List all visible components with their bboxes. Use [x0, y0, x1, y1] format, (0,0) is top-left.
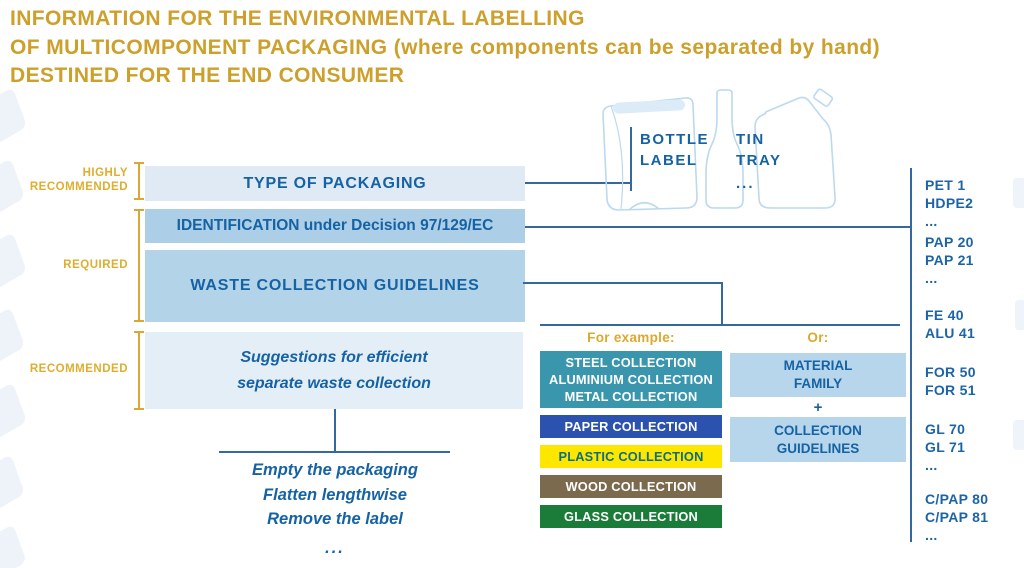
plastic-collection-box: PLASTIC COLLECTION [540, 445, 722, 468]
material-code: FOR 50 [925, 364, 976, 380]
bottle-label-caption: BOTTLE LABEL [640, 129, 709, 171]
for-example-heading: For example: [587, 330, 675, 345]
material-code: GL 71 [925, 439, 966, 456]
suggestions-line-1: Suggestions for efficient [240, 348, 428, 366]
connector-tick-bag [630, 127, 632, 191]
suggestions-line-2: separate waste collection [237, 374, 431, 392]
bracket-highly-recommended [134, 162, 144, 200]
material-code: ALU 41 [925, 325, 976, 342]
watermark-shape [0, 87, 28, 145]
collection-guidelines-line-1: COLLECTION [774, 422, 862, 438]
glass-collection-box: GLASS COLLECTION [540, 505, 722, 528]
material-code: PAP 21 [925, 252, 974, 269]
material-family-line-1: MATERIAL [783, 358, 853, 373]
bracket-required [134, 209, 144, 322]
material-code: C/PAP 80 [925, 491, 989, 507]
watermark-shape [0, 524, 27, 568]
collection-guidelines-line-2: GUIDELINES [776, 440, 860, 456]
connector-suggestions-h [219, 451, 450, 453]
watermark-shape [0, 454, 26, 512]
material-code: ... [925, 457, 938, 474]
collection-examples-list: STEEL COLLECTION ALUMINIUM COLLECTION META… [540, 351, 722, 535]
collection-box-line: METAL COLLECTION [564, 389, 698, 404]
wood-collection-box: WOOD COLLECTION [540, 475, 722, 498]
watermark-shape [1013, 178, 1024, 208]
code-group-plastics: PET 1 HDPE2... [925, 176, 973, 231]
connector-identification-to-codes [525, 226, 912, 228]
material-code: FOR 51 [925, 382, 976, 399]
material-code: C/PAP 81 [925, 509, 989, 526]
separation-step: Empty the packaging [252, 461, 418, 479]
caption-tray: TRAY [736, 152, 782, 169]
paper-collection-box: PAPER COLLECTION [540, 415, 722, 438]
watermark-shape [0, 307, 26, 365]
title-line-1: INFORMATION FOR THE ENVIRONMENTAL LABELL… [10, 7, 585, 30]
watermark-shape [1013, 420, 1024, 450]
connector-distribution [540, 324, 900, 326]
caption-label: LABEL [640, 152, 698, 169]
separation-step: Flatten lengthwise [263, 485, 407, 504]
type-of-packaging-box: TYPE OF PACKAGING [145, 166, 525, 201]
caption-ellipsis: ... [736, 175, 755, 192]
page-title: INFORMATION FOR THE ENVIRONMENTAL LABELL… [10, 5, 880, 91]
tin-tray-caption: TIN TRAY ... [736, 129, 781, 194]
collection-guidelines-box: COLLECTION GUIDELINES [730, 417, 906, 462]
material-family-box: MATERIAL FAMILY [730, 353, 906, 397]
connector-waste-h [523, 282, 723, 284]
title-line-3: DESTINED FOR THE END CONSUMER [10, 64, 405, 87]
label-required: REQUIRED [63, 259, 128, 271]
separation-step: Remove the label [267, 510, 403, 528]
connector-type-to-examples [525, 182, 631, 184]
or-heading: Or: [807, 330, 829, 345]
bracket-recommended [134, 331, 144, 410]
material-code: HDPE2 [925, 195, 974, 212]
identification-box: IDENTIFICATION under Decision 97/129/EC [145, 209, 525, 243]
plus-sign: + [813, 399, 823, 416]
material-code: ... [925, 213, 938, 230]
suggestions-box: Suggestions for efficient separate waste… [145, 332, 523, 409]
separation-step: ... [325, 538, 345, 557]
material-code: ... [925, 527, 938, 544]
steel-aluminium-metal-collection-box: STEEL COLLECTION ALUMINIUM COLLECTION META… [540, 351, 722, 408]
connector-waste-v [721, 282, 723, 326]
watermark-shape [1015, 300, 1024, 330]
caption-bottle: BOTTLE [640, 131, 709, 148]
collection-box-line: STEEL COLLECTION [565, 355, 697, 370]
material-code: PET 1 [925, 177, 966, 193]
code-group-metals: FE 40 ALU 41 [925, 306, 975, 342]
material-code: ... [925, 270, 938, 287]
codes-column-line [910, 168, 912, 542]
code-group-paper: PAP 20 PAP 21... [925, 233, 974, 288]
packaging-outlines-icon [602, 88, 836, 211]
label-recommended: RECOMMENDED [29, 363, 128, 375]
connector-suggestions-v [334, 409, 336, 453]
collection-box-line: GLASS COLLECTION [563, 509, 698, 524]
code-group-wood: FOR 50 FOR 51 [925, 363, 976, 399]
material-code: GL 70 [925, 421, 966, 437]
collection-box-line: WOOD COLLECTION [565, 479, 697, 494]
title-line-2: OF MULTICOMPONENT PACKAGING (where compo… [10, 35, 881, 59]
material-code: FE 40 [925, 307, 964, 323]
collection-box-line: PLASTIC COLLECTION [558, 449, 704, 464]
code-group-glass: GL 70 GL 71... [925, 420, 965, 475]
caption-tin: TIN [736, 131, 765, 148]
collection-box-line: ALUMINIUM COLLECTION [549, 372, 713, 387]
code-group-composites: C/PAP 80 C/PAP 81... [925, 490, 988, 545]
label-highly-recommended: HIGHLY RECOMMENDED [29, 167, 128, 193]
waste-collection-guidelines-box: WASTE COLLECTION GUIDELINES [145, 250, 525, 322]
watermark-shape [0, 382, 28, 440]
material-code: PAP 20 [925, 234, 974, 250]
packaging-illustrations [595, 86, 845, 219]
collection-box-line: PAPER COLLECTION [564, 419, 698, 434]
material-family-line-2: FAMILY [793, 376, 843, 391]
